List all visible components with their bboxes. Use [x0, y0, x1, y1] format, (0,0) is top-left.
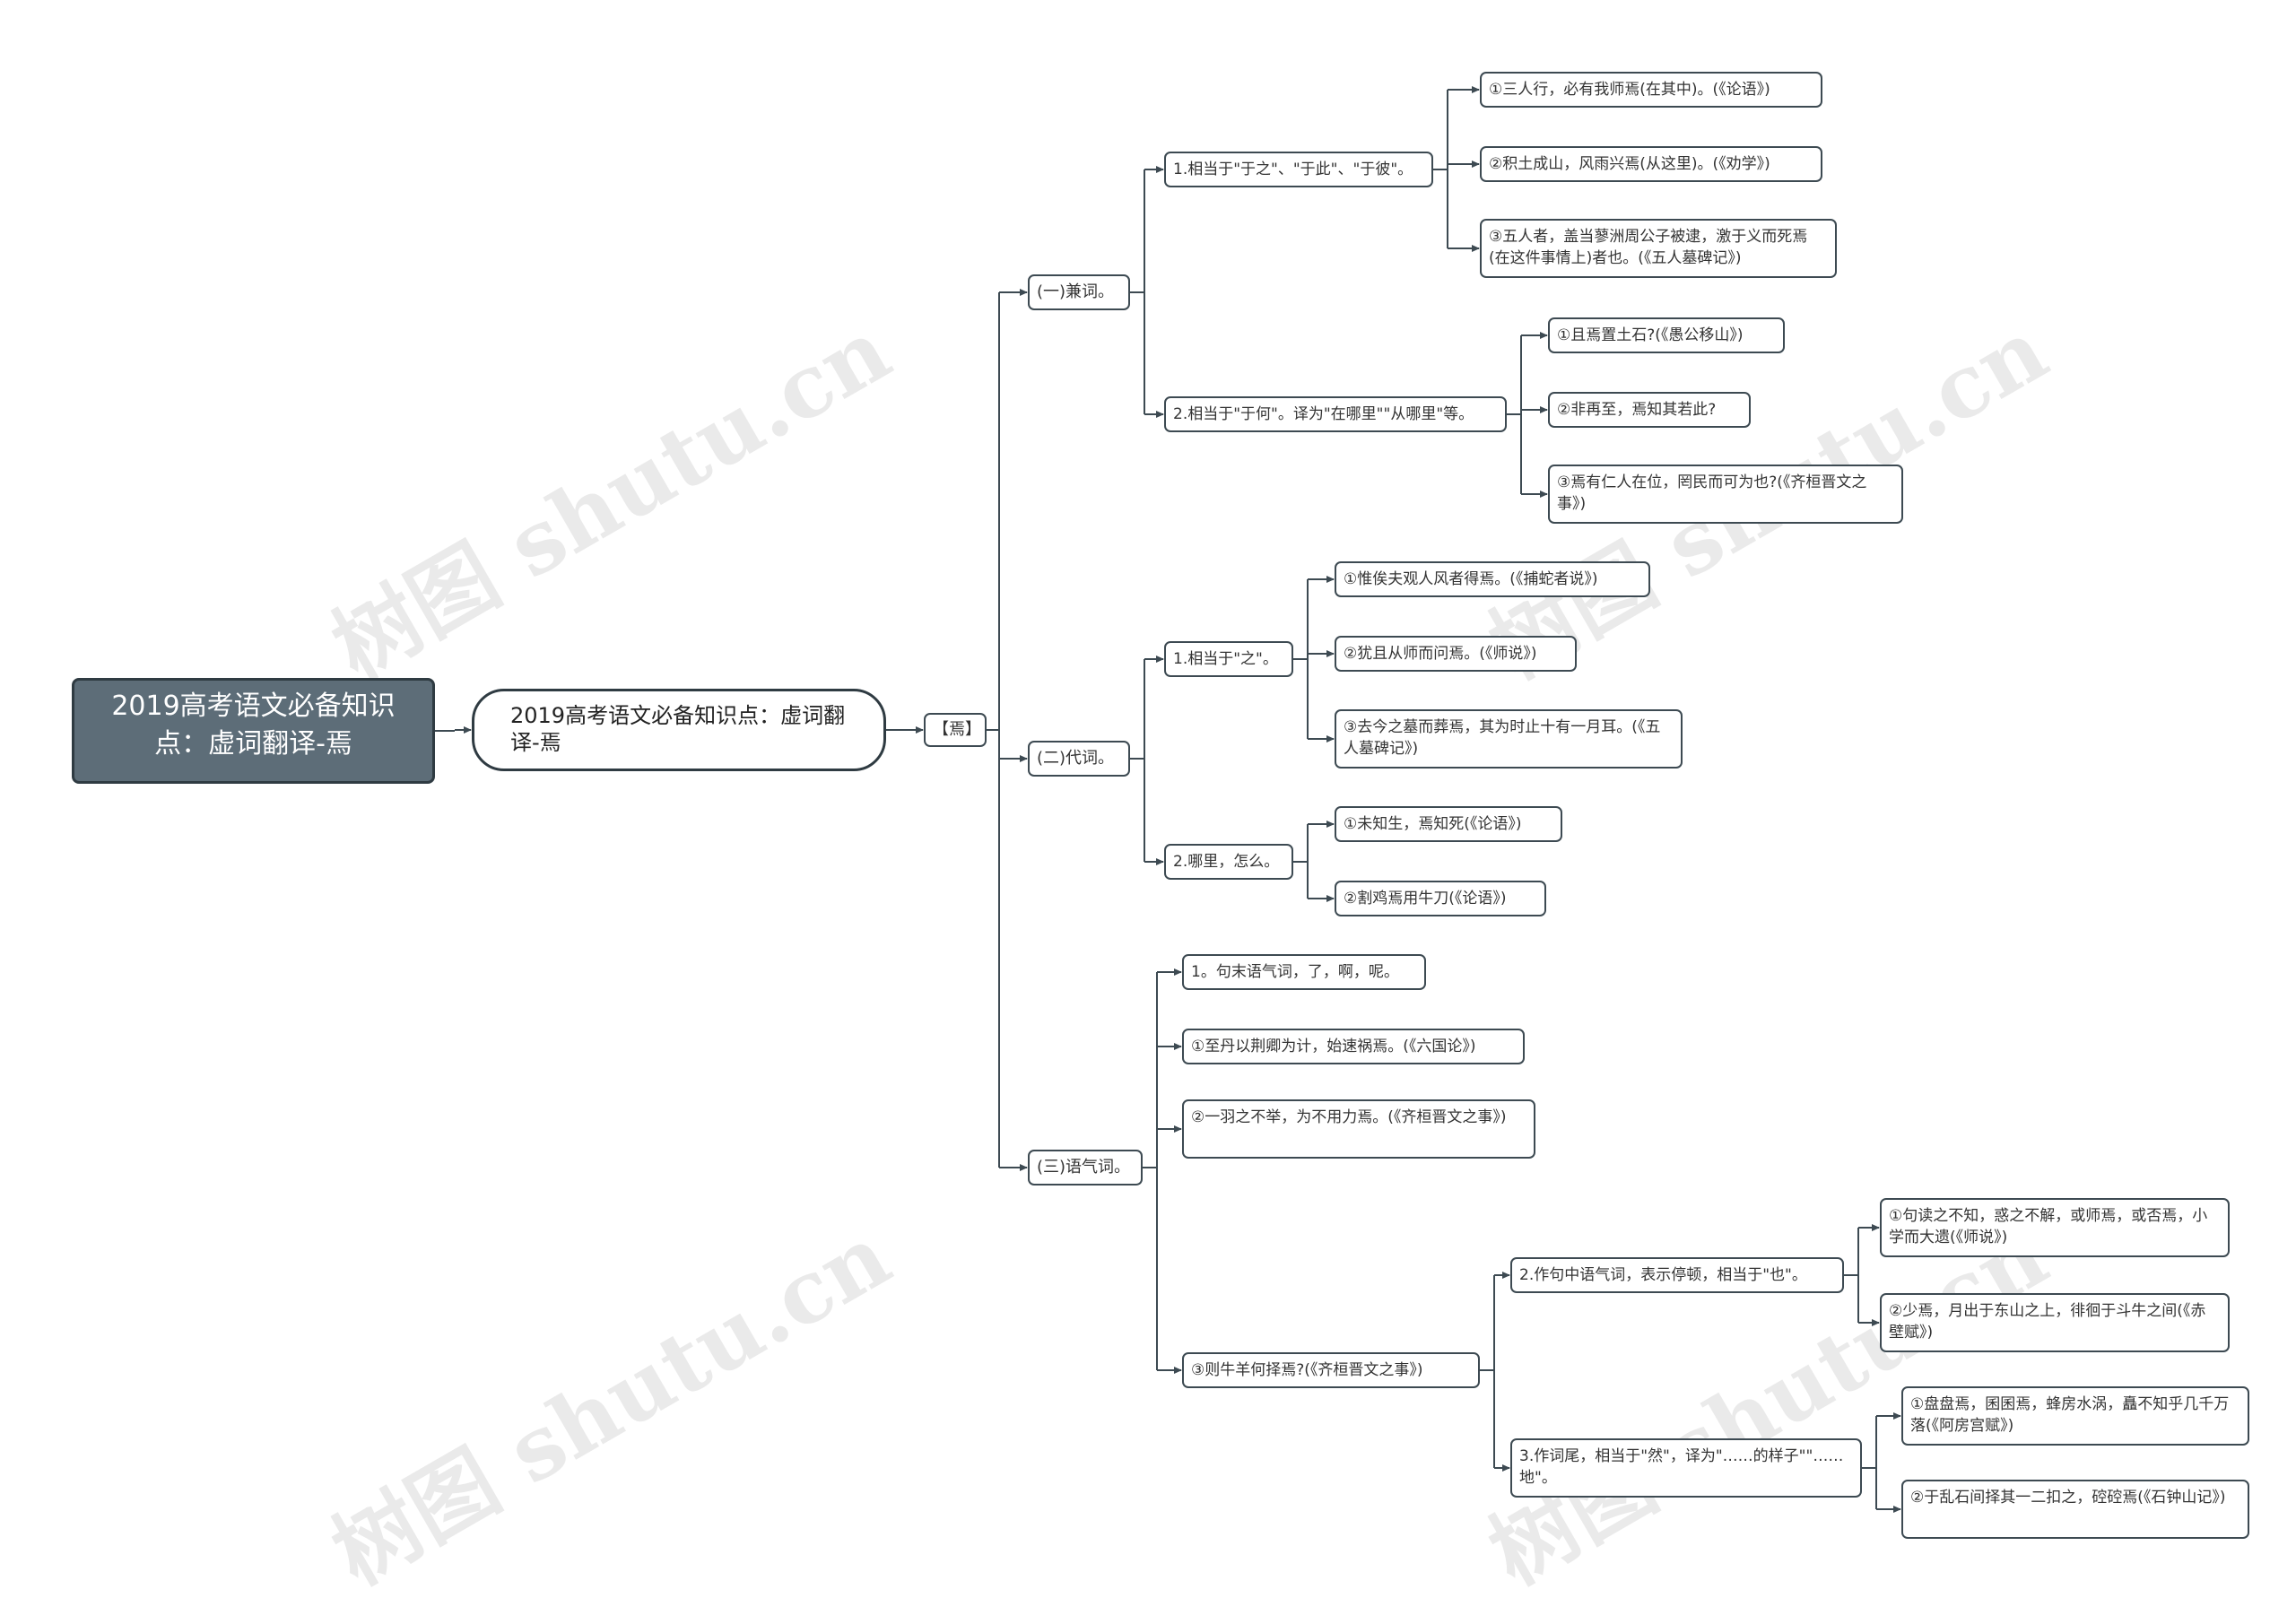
root-topic[interactable]: 2019高考语文必备知识点：虚词翻译-焉	[72, 678, 435, 784]
leaf-node[interactable]: ③五人者，盖当蓼洲周公子被逮，激于义而死焉(在这件事情上)者也。(《五人墓碑记》…	[1480, 219, 1837, 278]
leaf-node[interactable]: ②非再至，焉知其若此?	[1548, 392, 1751, 428]
leaf-node[interactable]: ②于乱石间择其一二扣之，硿硿焉(《石钟山记》)	[1901, 1480, 2249, 1539]
leaf-node[interactable]: ②一羽之不举，为不用力焉。(《齐桓晋文之事》)	[1182, 1099, 1535, 1159]
group-node[interactable]: 2.相当于"于何"。译为"在哪里""从哪里"等。	[1164, 396, 1507, 432]
leaf-node[interactable]: ②积土成山，风雨兴焉(从这里)。(《劝学》)	[1480, 146, 1822, 182]
section-node[interactable]: (一)兼词。	[1028, 274, 1130, 310]
leaf-node[interactable]: ①惟俟夫观人风者得焉。(《捕蛇者说》)	[1335, 561, 1650, 597]
leaf-node[interactable]: ①句读之不知，惑之不解，或师焉，或否焉，小学而大遗(《师说》)	[1880, 1198, 2230, 1257]
leaf-node[interactable]: ①且焉置土石?(《愚公移山》)	[1548, 317, 1785, 353]
leaf-node[interactable]: 1。句末语气词，了，啊，呢。	[1182, 954, 1426, 990]
section-node[interactable]: (二)代词。	[1028, 741, 1130, 777]
leaf-node[interactable]: ①盘盘焉，囷囷焉，蜂房水涡，矗不知乎几千万落(《阿房宫赋》)	[1901, 1386, 2249, 1446]
leaf-node[interactable]: ②犹且从师而问焉。(《师说》)	[1335, 636, 1577, 672]
leaf-node[interactable]: ③去今之墓而葬焉，其为时止十有一月耳。(《五人墓碑记》)	[1335, 709, 1683, 769]
group-node[interactable]: 1.相当于"于之"、"于此"、"于彼"。	[1164, 152, 1433, 187]
leaf-node[interactable]: ①至丹以荆卿为计，始速祸焉。(《六国论》)	[1182, 1029, 1525, 1064]
leaf-node[interactable]: ②割鸡焉用牛刀(《论语》)	[1335, 881, 1546, 916]
leaf-node[interactable]: ③焉有仁人在位，罔民而可为也?(《齐桓晋文之事》)	[1548, 465, 1903, 524]
main-topic[interactable]: 2019高考语文必备知识点：虚词翻译-焉	[472, 689, 886, 771]
group-node[interactable]: 1.相当于"之"。	[1164, 641, 1293, 677]
section-node[interactable]: (三)语气词。	[1028, 1150, 1143, 1185]
leaf-node[interactable]: ①未知生，焉知死(《论语》)	[1335, 806, 1562, 842]
hub-node[interactable]: 【焉】	[924, 713, 987, 747]
leaf-node[interactable]: ①三人行，必有我师焉(在其中)。(《论语》)	[1480, 72, 1822, 108]
group-node[interactable]: ③则牛羊何择焉?(《齐桓晋文之事》)	[1182, 1352, 1480, 1388]
group-node[interactable]: 2.作句中语气词，表示停顿，相当于"也"。	[1510, 1257, 1844, 1293]
leaf-node[interactable]: ②少焉，月出于东山之上，徘徊于斗牛之间(《赤壁赋》)	[1880, 1293, 2230, 1352]
group-node[interactable]: 3.作词尾，相当于"然"，译为"……的样子""……地"。	[1510, 1438, 1862, 1498]
group-node[interactable]: 2.哪里，怎么。	[1164, 844, 1293, 880]
